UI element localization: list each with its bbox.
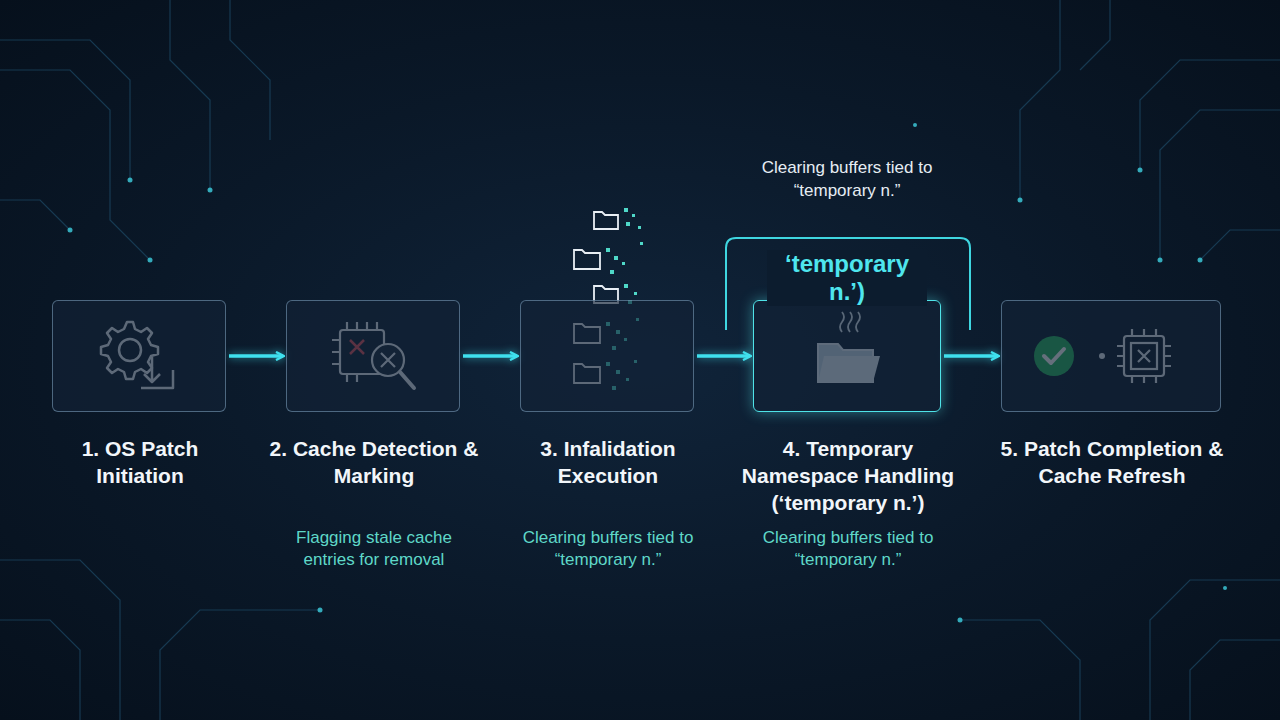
step-title: 1. OS Patch Initiation (50, 435, 230, 489)
process-box: 2. Cache Detection & MarkingFlagging sta… (286, 300, 460, 412)
bracket-label: ‘temporary n.’) (767, 250, 927, 306)
flow-arrow (697, 354, 750, 358)
step-caption: Clearing buffers tied to “temporary n.” (503, 527, 713, 571)
flow-arrow (944, 354, 998, 358)
process-box: 4. Temporary Namespace Handling (‘tempor… (753, 300, 941, 412)
process-box: 5. Patch Completion & Cache Refresh (1001, 300, 1221, 412)
step-caption: Flagging stale cache entries for removal (269, 527, 479, 571)
process-box: 3. Infalidation ExecutionClearing buffer… (520, 300, 694, 412)
step-caption: Clearing buffers tied to “temporary n.” (743, 527, 953, 571)
process-box: 1. OS Patch Initiation (52, 300, 226, 412)
flow-arrow (229, 354, 283, 358)
step-title: 2. Cache Detection & Marking (269, 435, 479, 489)
step-title: 5. Patch Completion & Cache Refresh (992, 435, 1232, 489)
note-label: Clearing buffers tied to “temporary n.” (727, 156, 967, 202)
flow-arrow (463, 354, 517, 358)
step-title: 3. Infalidation Execution (508, 435, 708, 489)
step-title: 4. Temporary Namespace Handling (‘tempor… (728, 435, 968, 516)
